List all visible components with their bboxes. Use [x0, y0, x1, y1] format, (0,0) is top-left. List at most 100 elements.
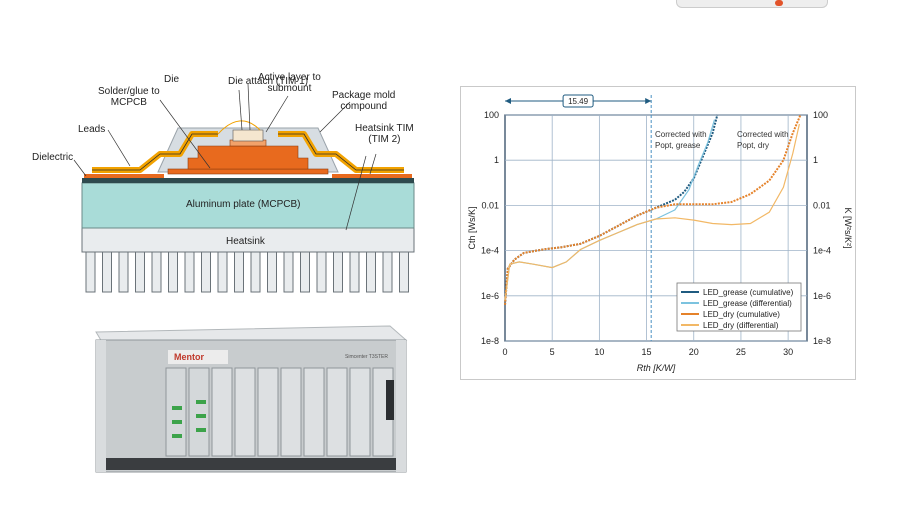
marker-value-label: 15.49 — [568, 97, 589, 106]
legend-label: LED_dry (cumulative) — [703, 310, 780, 319]
notification-badge — [775, 0, 783, 6]
heatsink-fin — [168, 251, 178, 293]
module-slot — [188, 367, 210, 457]
y-axis-label-right: K [W²s/K²] — [843, 208, 853, 249]
y-tick-label-right: 0.01 — [813, 200, 831, 210]
heatsink-fin — [300, 251, 310, 293]
module-slot — [165, 367, 187, 457]
terminal-block — [172, 420, 182, 424]
y-tick-label-left: 1e-8 — [481, 336, 499, 346]
y-tick-label-left: 100 — [484, 110, 499, 120]
module-slot — [349, 367, 371, 457]
series-line — [504, 123, 800, 301]
y-tick-label-left: 1e-4 — [481, 246, 499, 256]
submount — [187, 145, 309, 170]
y-tick-label-left: 1e-6 — [481, 291, 499, 301]
top-toolbar-strip — [676, 0, 828, 8]
heatsink-fin — [85, 251, 96, 293]
bezel-left — [96, 340, 106, 472]
marker-arrowhead-left — [505, 98, 511, 104]
heatsink-fin — [250, 251, 261, 293]
heatsink-fin — [201, 251, 211, 293]
solder-layer — [167, 168, 329, 175]
label-solder: Solder/glue to MCPCB — [98, 86, 160, 108]
terminal-block — [172, 406, 182, 410]
y-tick-label-right: 1 — [813, 155, 818, 165]
y-axis-label-left: Cth [Ws/K] — [467, 206, 477, 249]
heatsink-fin — [118, 251, 129, 293]
die — [232, 129, 264, 142]
label-package-mold: Package mold compound — [332, 90, 396, 112]
terminal-block — [196, 414, 206, 418]
heatsink-fin — [135, 251, 145, 293]
label-active-layer: Active layer to submount — [258, 72, 321, 94]
terminal-block — [196, 400, 206, 404]
legend-label: LED_grease (cumulative) — [703, 288, 794, 297]
leader-lines — [73, 83, 377, 231]
y-tick-label-left: 0.01 — [481, 200, 499, 210]
dielectric-layer — [82, 178, 414, 183]
cross-section-svg — [73, 83, 415, 293]
x-tick-label: 10 — [594, 347, 604, 357]
marker-arrowhead-right — [645, 98, 652, 104]
x-tick-label: 5 — [550, 347, 555, 357]
vent-strip — [106, 458, 396, 470]
heatsink-body — [81, 227, 415, 293]
aluminum-plate — [81, 182, 415, 229]
heatsink-fin — [184, 251, 195, 293]
label-die: Die — [164, 74, 180, 85]
copper-pad — [332, 174, 412, 178]
heatsink-fin — [382, 251, 393, 293]
heatsink-fin — [283, 251, 294, 293]
series-line — [504, 114, 802, 305]
heatsink-fin — [267, 251, 277, 293]
terminal-block — [196, 428, 206, 432]
device-svg — [95, 325, 408, 473]
label-heatsink: Heatsink — [226, 236, 265, 247]
y-tick-label-right: 100 — [813, 110, 828, 120]
label-aluminum: Aluminum plate (MCPCB) — [186, 199, 301, 210]
bond-wire — [217, 120, 261, 135]
label-dielectric: Dielectric — [32, 152, 74, 163]
x-tick-label: 0 — [502, 347, 507, 357]
heatsink-fin — [349, 251, 360, 293]
x-tick-label: 25 — [736, 347, 746, 357]
label-die-attach: Die attach (TIM 1) — [228, 76, 309, 87]
heatsink-fin — [151, 251, 162, 293]
x-tick-label: 30 — [783, 347, 793, 357]
heatsink-fin — [333, 251, 343, 293]
heatsink-fin — [217, 251, 228, 293]
label-heatsink-tim: Heatsink TIM (TIM 2) — [355, 123, 414, 145]
module-slot — [211, 367, 233, 457]
bezel-right — [396, 340, 406, 472]
module-slot — [234, 367, 256, 457]
x-axis-label: Rth [K/W] — [637, 363, 676, 373]
copper-pad — [84, 174, 164, 178]
brand-badge-bg — [168, 350, 228, 364]
y-tick-label-left: 1 — [494, 155, 499, 165]
y-tick-label-right: 1e-6 — [813, 291, 831, 301]
device-model: Simcenter T3STER — [345, 354, 388, 360]
label-leads: Leads — [78, 124, 106, 135]
y-tick-label-right: 1e-4 — [813, 246, 831, 256]
device-brand: Mentor — [174, 352, 204, 362]
module-slot — [326, 367, 348, 457]
legend-label: LED_grease (differential) — [703, 299, 792, 308]
module-slot — [280, 367, 302, 457]
heatsink-fin — [366, 251, 376, 293]
y-tick-label-right: 1e-8 — [813, 336, 831, 346]
led-cross-section-diagram: Die attach (TIM 1) — [70, 70, 470, 305]
marker-value-box — [562, 94, 594, 108]
t3ster-device-image: Mentor Simcenter T3STER — [90, 320, 410, 480]
display-panel — [386, 380, 394, 420]
heatsink-fin — [399, 251, 409, 293]
terminal-block — [172, 434, 182, 438]
module-slot — [257, 367, 279, 457]
heatsink-fin — [234, 251, 244, 293]
module-slot — [303, 367, 325, 457]
legend-label: LED_dry (differential) — [703, 321, 779, 330]
